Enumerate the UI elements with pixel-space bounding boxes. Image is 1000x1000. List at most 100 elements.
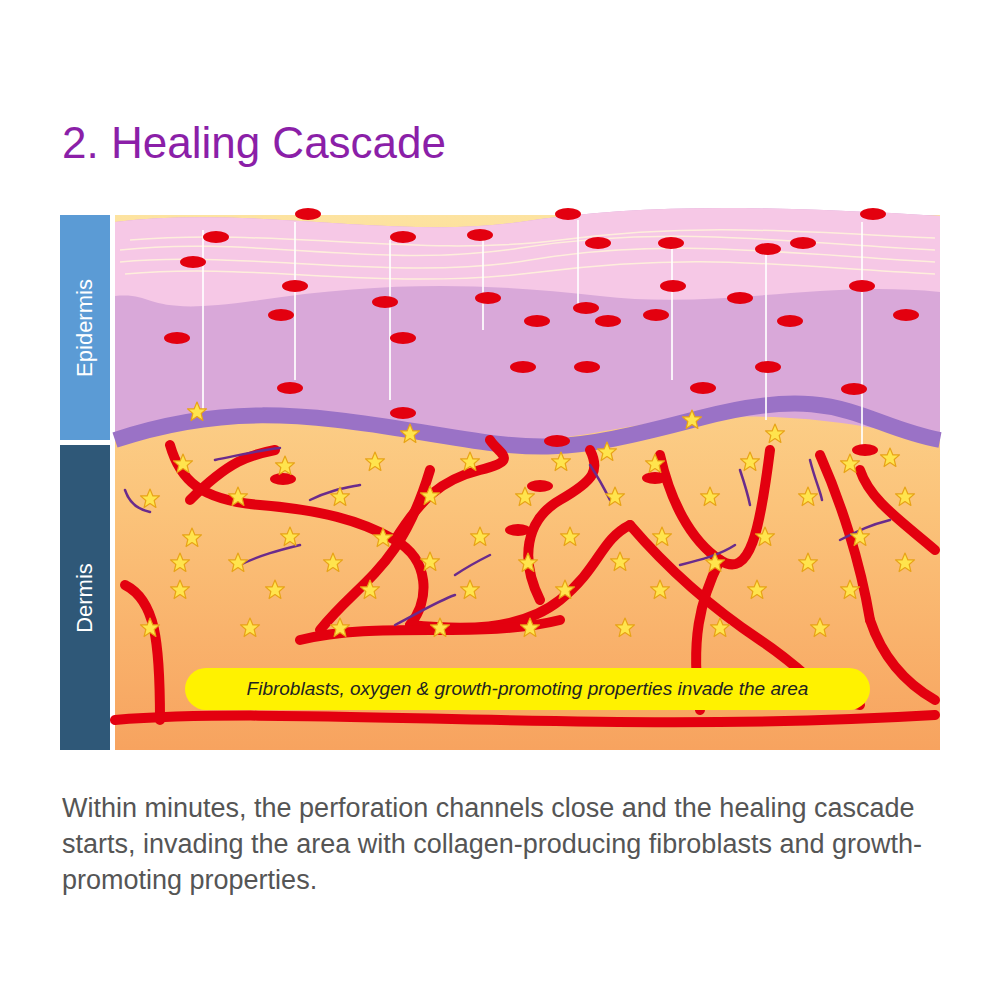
blood-cell [658,237,684,249]
fibroblast-star [741,452,760,471]
blood-cell [860,208,886,220]
fibroblast-star [141,618,160,637]
blood-vessels [115,440,935,722]
fibroblast-star [421,486,440,505]
blood-cell [390,332,416,344]
fibroblast-star [366,452,385,471]
fibroblast-star [598,442,617,461]
blood-cell [585,237,611,249]
fibroblast-star [896,487,915,506]
basal-layer [115,404,940,447]
fibroblast-star [461,580,480,599]
fibroblast-star [229,553,248,572]
callout-banner: Fibroblasts, oxygen & growth-promoting p… [185,668,870,710]
blood-cell [164,332,190,344]
blood-cell [755,243,781,255]
blood-cell [268,309,294,321]
blood-cell [642,472,668,484]
blood-cell [555,208,581,220]
fibroblast-stars [141,402,915,637]
blood-cell [777,315,803,327]
fibroblast-star [374,528,393,547]
fibroblast-star [811,618,830,637]
fibroblast-star [516,487,535,506]
callout-text: Fibroblasts, oxygen & growth-promoting p… [247,678,809,700]
blood-cell [849,280,875,292]
fibroblast-star [471,527,490,546]
fibroblast-star [611,552,630,571]
fibroblast-star [646,454,665,473]
fibroblast-star [711,618,730,637]
fibroblast-star [174,454,193,473]
fibroblast-star [421,552,440,571]
fibroblast-star [651,580,670,599]
fibroblast-star [799,487,818,506]
blood-cell [475,292,501,304]
layer-label: Dermis [72,563,98,633]
fibroblast-star [706,553,725,572]
blood-cell [282,280,308,292]
blood-cell [573,302,599,314]
blood-cell [852,444,878,456]
surface-fibers [120,230,935,279]
blood-cell [467,229,493,241]
fibroblast-star [851,527,870,546]
diagram-title: 2. Healing Cascade [62,118,446,168]
blood-cell [643,309,669,321]
blood-cell [524,315,550,327]
blood-cell [893,309,919,321]
blood-cell [574,361,600,373]
fibroblast-star [766,424,785,443]
blood-cell [203,231,229,243]
fibroblast-star [331,487,350,506]
fibroblast-star [556,580,575,599]
fibroblast-star [266,580,285,599]
fibroblast-star [171,553,190,572]
fibroblast-star [841,454,860,473]
fibroblast-star [896,553,915,572]
blood-cell [527,480,553,492]
fibroblast-star [841,580,860,599]
fibroblast-star [431,618,450,637]
fibroblast-star [756,527,775,546]
blood-cell [727,292,753,304]
blood-cell [180,256,206,268]
fibroblast-star [881,448,900,467]
blood-cell [790,237,816,249]
layer-label: Epidermis [72,279,98,377]
fibroblast-star [748,580,767,599]
fibroblast-star [461,452,480,471]
collagen-fibers [125,448,890,625]
blood-cell [841,383,867,395]
blood-cell [755,361,781,373]
fibroblast-star [361,580,380,599]
blood-cell [295,208,321,220]
fibroblast-star [552,452,571,471]
fibroblast-star [799,553,818,572]
fibroblast-star [616,618,635,637]
blood-cell [390,231,416,243]
blood-cell [277,382,303,394]
fibroblast-star [276,456,295,475]
fibroblast-star [241,618,260,637]
fibroblast-star [701,487,720,506]
layer-band: Epidermis [60,215,110,440]
blood-cell [510,361,536,373]
blood-cell [690,382,716,394]
fibroblast-star [521,618,540,637]
fibroblast-star [561,527,580,546]
blood-cell [270,473,296,485]
fibroblast-star [401,424,420,443]
layer-band: Dermis [60,445,110,750]
blood-cell [595,315,621,327]
fibroblast-star [183,528,202,547]
blood-cell [390,407,416,419]
blood-cell [505,524,531,536]
fibroblast-star [229,487,248,506]
fibroblast-star [683,410,702,429]
fibroblast-star [519,553,538,572]
fibroblast-star [324,553,343,572]
fibroblast-star [171,580,190,599]
blood-cell [372,296,398,308]
fibroblast-star [331,618,350,637]
